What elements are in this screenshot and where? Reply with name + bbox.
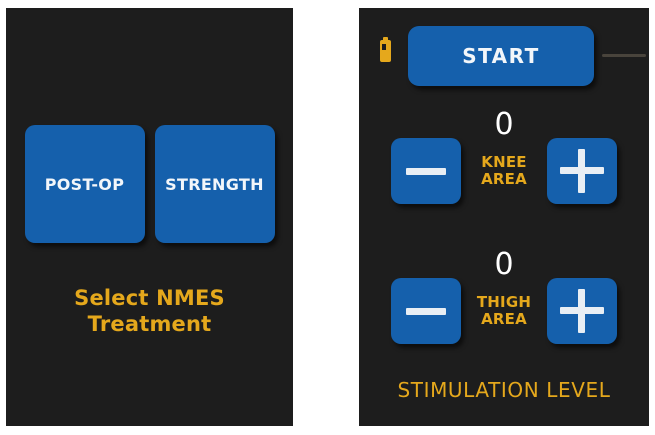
stimulation-control-panel: START 0 KNEE AREA 0 THIGH AREA [359,8,649,426]
knee-area-label: KNEE AREA [469,154,539,188]
start-divider-line [602,54,646,57]
stimulation-level-caption: STIMULATION LEVEL [397,378,611,402]
knee-level-value: 0 [494,107,514,142]
minus-icon [406,307,446,315]
strength-button[interactable]: STRENGTH [154,125,275,243]
knee-area-label-line2: AREA [481,170,527,188]
thigh-decrease-button[interactable] [391,278,461,344]
battery-icon [380,37,391,62]
select-treatment-caption-line1: Select NMES [74,286,225,310]
plus-icon [560,289,604,333]
thigh-stepper-row: THIGH AREA [359,278,649,344]
thigh-area-label-line2: AREA [481,310,527,328]
start-button[interactable]: START [408,26,594,86]
knee-stepper-row: KNEE AREA [359,138,649,204]
treatment-button-row: POST-OP STRENGTH [6,125,293,243]
select-treatment-caption-line2: Treatment [87,311,212,336]
thigh-increase-button[interactable] [547,278,617,344]
minus-icon [406,167,446,175]
select-treatment-caption: Select NMES Treatment [6,286,293,337]
knee-decrease-button[interactable] [391,138,461,204]
treatment-selection-panel: POST-OP STRENGTH Select NMES Treatment [6,8,293,426]
thigh-level-value: 0 [494,247,514,282]
post-op-button[interactable]: POST-OP [24,125,145,243]
knee-area-label-line1: KNEE [481,153,527,172]
knee-increase-button[interactable] [547,138,617,204]
thigh-area-label: THIGH AREA [469,294,539,328]
plus-icon [560,149,604,193]
thigh-area-label-line1: THIGH [476,293,532,312]
